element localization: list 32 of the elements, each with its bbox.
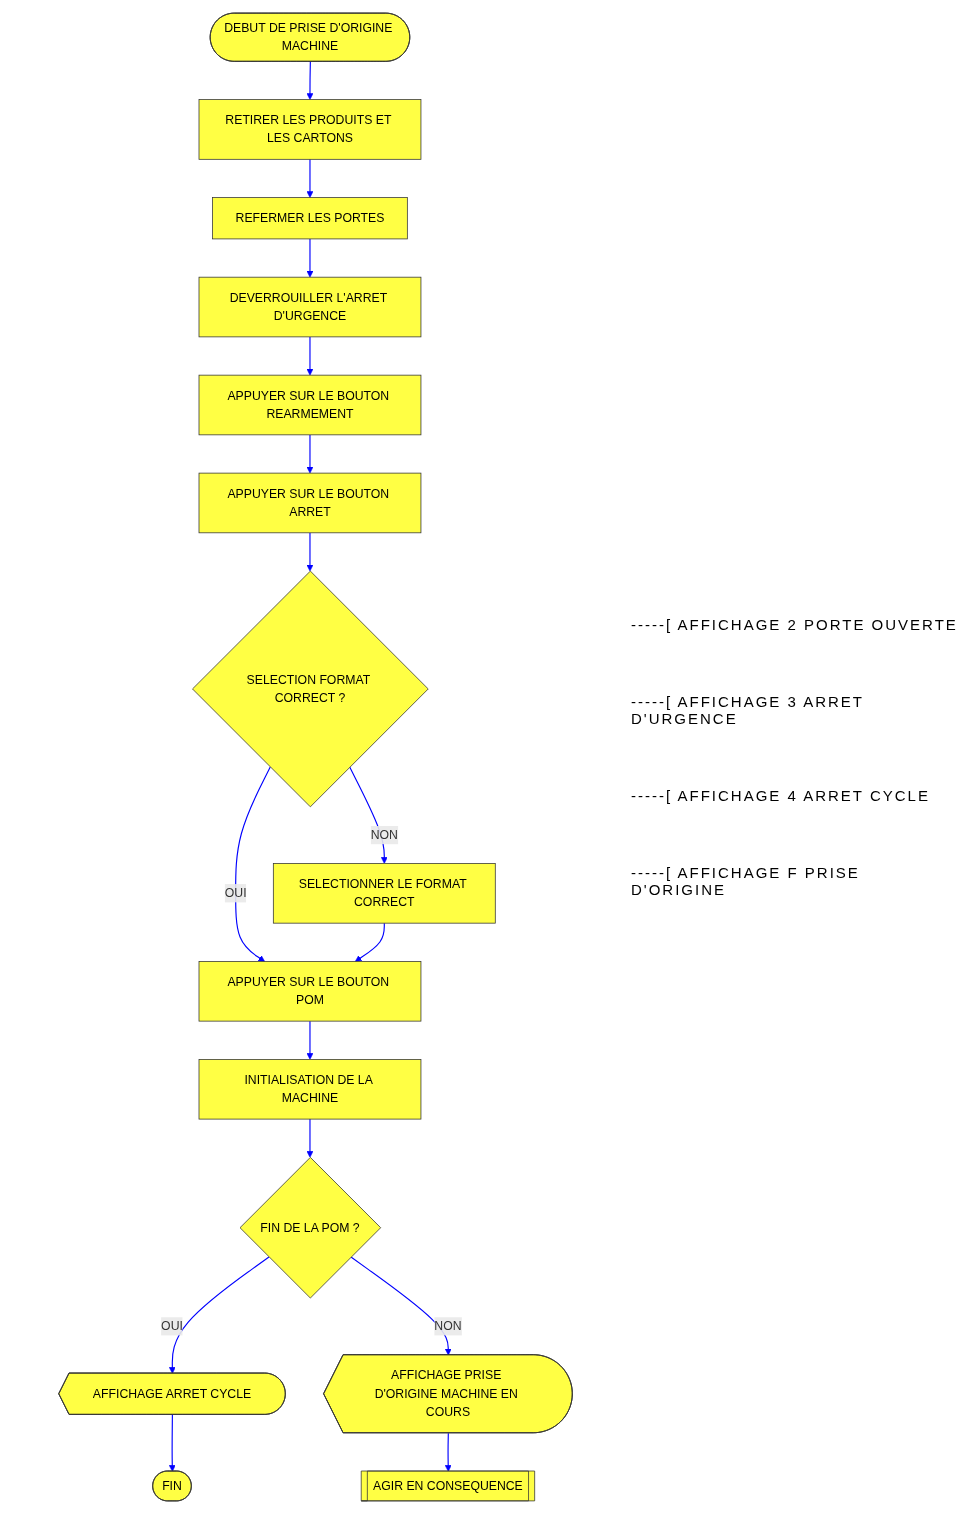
node-diamond: SELECTION FORMAT CORRECT ?	[192, 570, 429, 808]
display-note: -----[ AFFICHAGE 3 ARRET D'URGENCE	[631, 693, 865, 727]
arrow	[235, 766, 271, 962]
display-note: -----[ AFFICHAGE F PRISE D'ORIGINE	[631, 864, 861, 898]
node-box: APPUYER SUR LE BOUTON ARRET	[198, 472, 422, 534]
arrow	[306, 238, 314, 278]
arrow	[354, 922, 385, 962]
node-box: APPUYER SUR LE BOUTON POM	[198, 961, 422, 1022]
edge-label: NON	[434, 1319, 462, 1333]
node-box: REFERMER LES PORTES	[212, 197, 408, 240]
edge-label: OUI	[161, 1319, 183, 1333]
node-diamond: FIN DE LA POM ?	[239, 1157, 382, 1299]
display-note: -----[ AFFICHAGE 2 PORTE OUVERTE	[631, 616, 959, 633]
node-box: APPUYER SUR LE BOUTON REARMEMENT	[198, 374, 422, 436]
arrow	[168, 1414, 176, 1472]
edge-label: OUI	[224, 886, 247, 900]
arrow	[306, 1118, 314, 1158]
arrow	[168, 1256, 270, 1374]
arrow	[306, 336, 314, 376]
node-box: RETIRER LES PRODUITS ET LES CARTONS	[198, 99, 422, 160]
node-box: INITIALISATION DE LA MACHINE	[198, 1059, 422, 1120]
node-box: DEVERROUILLER L'ARRET D'URGENCE	[198, 276, 422, 338]
arrow	[350, 1256, 452, 1356]
arrow	[306, 434, 314, 474]
display-note: -----[ AFFICHAGE 4 ARRET CYCLE	[631, 787, 931, 804]
arrow	[306, 158, 314, 198]
edge-label: NON	[370, 828, 398, 842]
arrow	[306, 532, 314, 572]
arrow	[444, 1432, 452, 1472]
arrow	[306, 61, 314, 100]
node-box: SELECTIONNER LE FORMAT CORRECT	[272, 863, 496, 924]
arrow	[306, 1020, 314, 1060]
